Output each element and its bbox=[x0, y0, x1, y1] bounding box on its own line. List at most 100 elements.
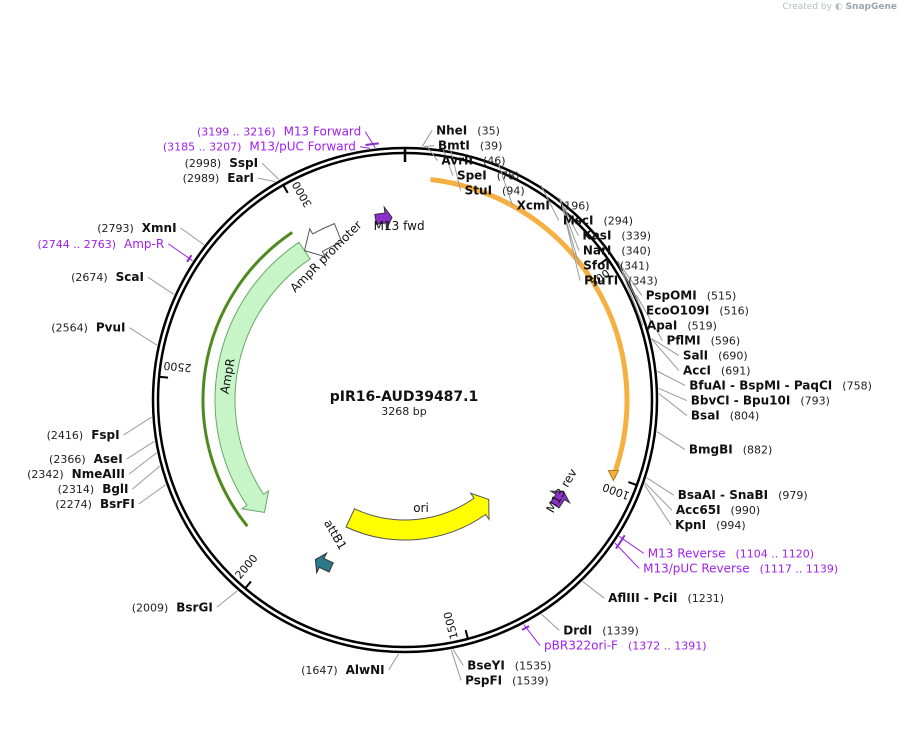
enzyme-name-bsrfi: BsrFI bbox=[100, 497, 135, 511]
primer-leader bbox=[364, 131, 376, 149]
snapgene-logo-icon: ◐ bbox=[834, 2, 843, 12]
feature-arc-green bbox=[201, 231, 294, 528]
plasmid-name: pIR16-AUD39487.1 bbox=[330, 389, 478, 405]
enzyme-name-stui: StuI bbox=[465, 184, 492, 198]
enzyme-pos-nari: (340) bbox=[621, 245, 651, 258]
enzyme-pos-sspi: (2998) bbox=[185, 157, 222, 170]
enzyme-leader bbox=[497, 163, 514, 206]
enzyme-name-bbvci-bpu10i: BbvCI - Bpu10I bbox=[691, 394, 791, 408]
enzyme-leader bbox=[657, 370, 686, 387]
feature-m13-rev bbox=[549, 490, 571, 509]
enzyme-pos-eari: (2989) bbox=[183, 172, 220, 185]
enzyme-name-pspfi: PspFI bbox=[465, 673, 502, 687]
enzyme-leader bbox=[635, 295, 663, 341]
enzyme-name-bgli: BglI bbox=[102, 482, 128, 496]
enzyme-pos-bmgbi: (882) bbox=[743, 443, 773, 456]
enzyme-leader bbox=[132, 465, 161, 490]
feature-label: M13 rev bbox=[543, 466, 579, 515]
tick-mark bbox=[464, 629, 469, 640]
enzyme-name-nmeaiii: NmeAIII bbox=[72, 467, 125, 481]
enzyme-pos-pflmi: (596) bbox=[711, 335, 741, 348]
tick-mark bbox=[159, 375, 169, 379]
enzyme-name-pspomi: PspOMI bbox=[646, 289, 697, 303]
enzyme-leader bbox=[126, 440, 155, 460]
snapgene-credit: Created by ◐ SnapGene bbox=[782, 2, 897, 12]
enzyme-name-bsaai-snabi: BsaAI - SnaBI bbox=[678, 488, 768, 502]
enzyme-leader bbox=[147, 276, 175, 295]
enzyme-name-msci: MscI bbox=[563, 214, 594, 228]
enzyme-pos-bbvci-bpu10i: (793) bbox=[800, 395, 830, 408]
enzyme-leader bbox=[616, 260, 643, 296]
primer-name-m13-reverse: M13 Reverse bbox=[648, 546, 726, 560]
tick-mark bbox=[244, 580, 252, 589]
enzyme-leader bbox=[452, 649, 464, 666]
enzyme-leader bbox=[423, 145, 435, 148]
enzyme-name-bseyi: BseYI bbox=[467, 658, 505, 672]
enzyme-leader bbox=[644, 484, 672, 526]
primer-pos-m13-puc-forward: (3185 .. 3207) bbox=[163, 141, 242, 154]
enzyme-pos-scai: (2674) bbox=[71, 271, 108, 284]
tick-label: 1500 bbox=[441, 610, 461, 640]
enzyme-leader bbox=[129, 327, 158, 346]
enzyme-leader bbox=[541, 613, 560, 631]
enzyme-pos-pluti: (343) bbox=[628, 275, 658, 288]
enzyme-name-acci: AccI bbox=[683, 364, 711, 378]
credit-prefix: Created by bbox=[782, 2, 832, 12]
enzyme-name-bmti: BmtI bbox=[438, 139, 470, 153]
feature-attb1 bbox=[314, 551, 334, 575]
enzyme-pos-bsaai-snabi: (979) bbox=[778, 489, 808, 502]
enzyme-leader bbox=[138, 484, 166, 505]
enzyme-leader bbox=[257, 177, 276, 183]
enzyme-pos-bsrfi: (2274) bbox=[55, 498, 92, 511]
enzyme-leader bbox=[216, 590, 238, 608]
enzyme-pos-bfuai-bspmi-paqci: (758) bbox=[842, 380, 872, 393]
feature-ori bbox=[345, 492, 490, 541]
enzyme-name-sspi: SspI bbox=[229, 156, 258, 170]
enzyme-pos-pspomi: (515) bbox=[707, 290, 737, 303]
enzyme-name-alwni: AlwNI bbox=[346, 663, 385, 677]
enzyme-pos-stui: (94) bbox=[502, 185, 525, 198]
primer-pos-m13-puc-reverse: (1117 .. 1139) bbox=[760, 562, 839, 575]
enzyme-leader bbox=[450, 649, 462, 681]
enzyme-name-scai: ScaI bbox=[116, 270, 144, 284]
enzyme-name-nhei: NheI bbox=[436, 124, 467, 138]
feature-label: AmpR bbox=[218, 357, 238, 395]
enzyme-leader bbox=[658, 387, 687, 402]
feature-label: M13 fwd bbox=[374, 219, 425, 233]
primer-pos-amp-r: (2744 .. 2763) bbox=[37, 238, 116, 251]
enzyme-leader bbox=[128, 452, 157, 475]
primer-name-pbr322ori-f: pBR322ori-F bbox=[544, 639, 618, 653]
enzyme-pos-ecoo109i: (516) bbox=[719, 305, 749, 318]
enzyme-leader bbox=[442, 148, 454, 176]
enzyme-leader bbox=[658, 393, 688, 416]
tick-mark bbox=[628, 481, 638, 487]
enzyme-pos-bseyi: (1535) bbox=[515, 659, 552, 672]
enzyme-pos-bsai: (804) bbox=[730, 410, 760, 423]
primer-leader bbox=[359, 146, 371, 149]
enzyme-pos-acci: (691) bbox=[721, 365, 751, 378]
primer-pos-m13-forward: (3199 .. 3216) bbox=[197, 126, 276, 139]
feature-arrowhead bbox=[607, 470, 620, 482]
enzyme-pos-nmeaiii: (2342) bbox=[27, 468, 64, 481]
enzyme-pos-alwni: (1647) bbox=[301, 664, 338, 677]
feature-arc-orange bbox=[430, 176, 630, 478]
enzyme-name-sfoi: SfoI bbox=[583, 259, 610, 273]
enzyme-pos-kpni: (994) bbox=[716, 519, 746, 532]
primer-pos-m13-reverse: (1104 .. 1120) bbox=[735, 547, 814, 560]
plasmid-size: 3268 bp bbox=[381, 405, 426, 418]
enzyme-pos-nhei: (35) bbox=[477, 125, 500, 138]
primer-name-m13-puc-forward: M13/pUC Forward bbox=[249, 140, 356, 154]
plasmid-backbone bbox=[151, 146, 659, 654]
enzyme-name-bmgbi: BmgBI bbox=[689, 442, 733, 456]
primer-pos-pbr322ori-f: (1372 .. 1391) bbox=[628, 640, 707, 653]
feature-label: ori bbox=[413, 501, 429, 515]
enzyme-name-fspi: FspI bbox=[91, 428, 119, 442]
enzyme-name-sali: SalI bbox=[683, 349, 708, 363]
enzyme-pos-bsrgi: (2009) bbox=[132, 601, 169, 614]
feature-m13-fwd bbox=[374, 205, 393, 231]
enzyme-leader bbox=[646, 477, 674, 496]
primer-name-m13-puc-reverse: M13/pUC Reverse bbox=[643, 561, 750, 575]
enzyme-pos-msci: (294) bbox=[604, 215, 634, 228]
feature-ampr-promoter bbox=[303, 222, 343, 258]
